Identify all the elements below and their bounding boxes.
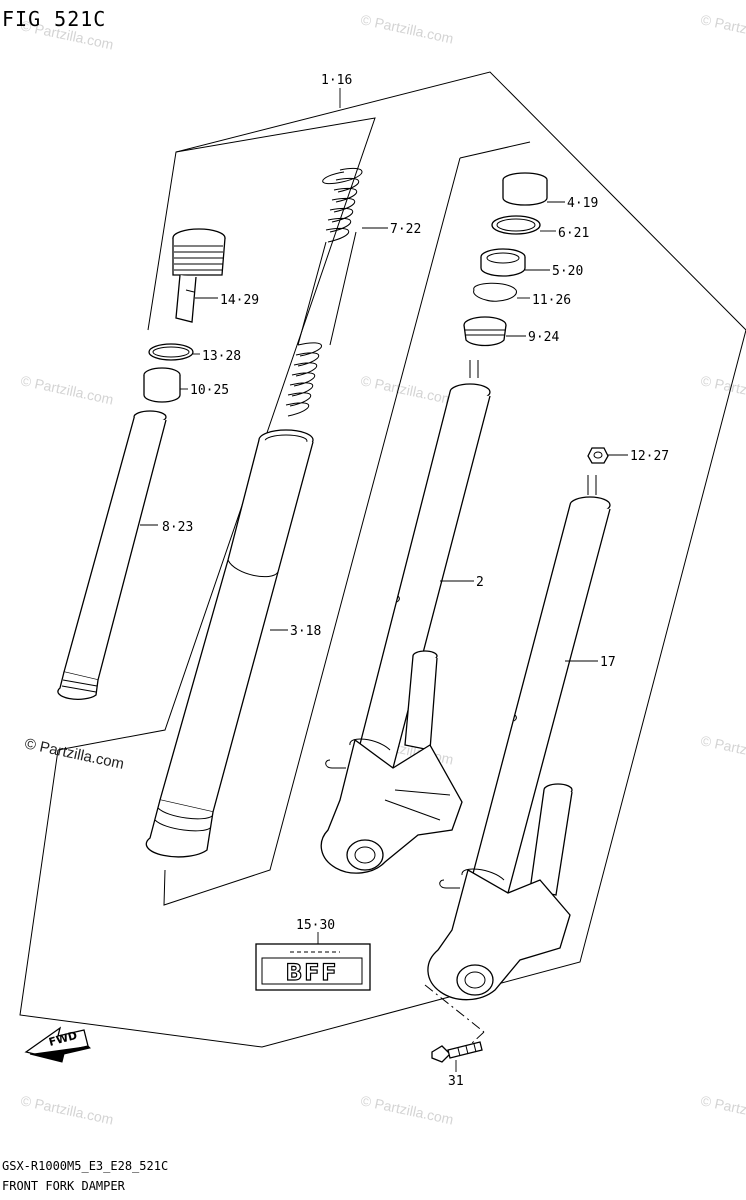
watermark: © Partzilla.com [699, 732, 746, 767]
callout-label: 10·25 [190, 383, 229, 398]
callout-label: 6·21 [558, 226, 589, 241]
watermark: © Partzilla.com [19, 1092, 115, 1127]
callout-label: 12·27 [630, 449, 669, 464]
watermark: © Partzilla.com [699, 11, 746, 46]
callout-label: 13·28 [202, 349, 241, 364]
figure-title: FIG 521C [2, 7, 106, 31]
watermark: © Partzilla.com [359, 11, 455, 46]
fwd-arrow-icon: FWD [24, 1026, 91, 1063]
decal-text: BFF [286, 961, 339, 986]
axle-pinch-bolt [424, 984, 485, 1072]
callout-label: 5·20 [552, 264, 583, 279]
slide-bushing [502, 172, 565, 206]
oil-seal [480, 248, 550, 277]
o-ring [148, 343, 200, 361]
watermark: © Partzilla.com [359, 372, 455, 407]
callout-label: 1·16 [321, 73, 352, 88]
fork-spring [285, 167, 388, 417]
watermark: © Partzilla.com [699, 1092, 746, 1127]
callout-label: 14·29 [220, 293, 259, 308]
assembly-frame [19, 71, 746, 1048]
callout-label: 15·30 [296, 918, 335, 933]
callout-label: 31 [448, 1074, 464, 1089]
stopper-ring [473, 282, 530, 302]
callout-label: 11·26 [532, 293, 571, 308]
damper-tube [57, 410, 167, 700]
callout-label: 9·24 [528, 330, 559, 345]
assembly-frame-inner [57, 117, 376, 751]
washer [491, 215, 556, 235]
cap-bolt-assembly [172, 228, 226, 323]
collar [143, 367, 188, 403]
watermark-main: © Partzilla.com [23, 735, 125, 773]
assembly-frame-right [163, 141, 531, 906]
watermark: © Partzilla.com [699, 372, 746, 407]
model-code: GSX-R1000M5_E3_E28_521C [2, 1159, 168, 1173]
dust-seal [463, 316, 526, 347]
callout-label: 2 [476, 575, 484, 590]
inner-tube-left [320, 360, 491, 874]
inner-tube-right [427, 475, 611, 1001]
diagram-caption: FRONT FORK DAMPER [2, 1179, 126, 1193]
callout-label: 4·19 [567, 196, 598, 211]
callout-label: 7·22 [390, 222, 421, 237]
bff-decal: BFF [255, 932, 371, 991]
watermark: © Partzilla.com [19, 372, 115, 407]
callout-label: 17 [600, 655, 616, 670]
callout-label: 8·23 [162, 520, 193, 535]
watermarks: © Partzilla.com © Partzilla.com © Partzi… [19, 11, 746, 1127]
watermark: © Partzilla.com [359, 1092, 455, 1127]
outer-tube [145, 429, 314, 858]
callout-label: 3·18 [290, 624, 321, 639]
callout-labels: 1·16 7·22 14·29 13·28 10·25 8·23 3·18 4·… [162, 73, 669, 1089]
nut [587, 447, 628, 464]
